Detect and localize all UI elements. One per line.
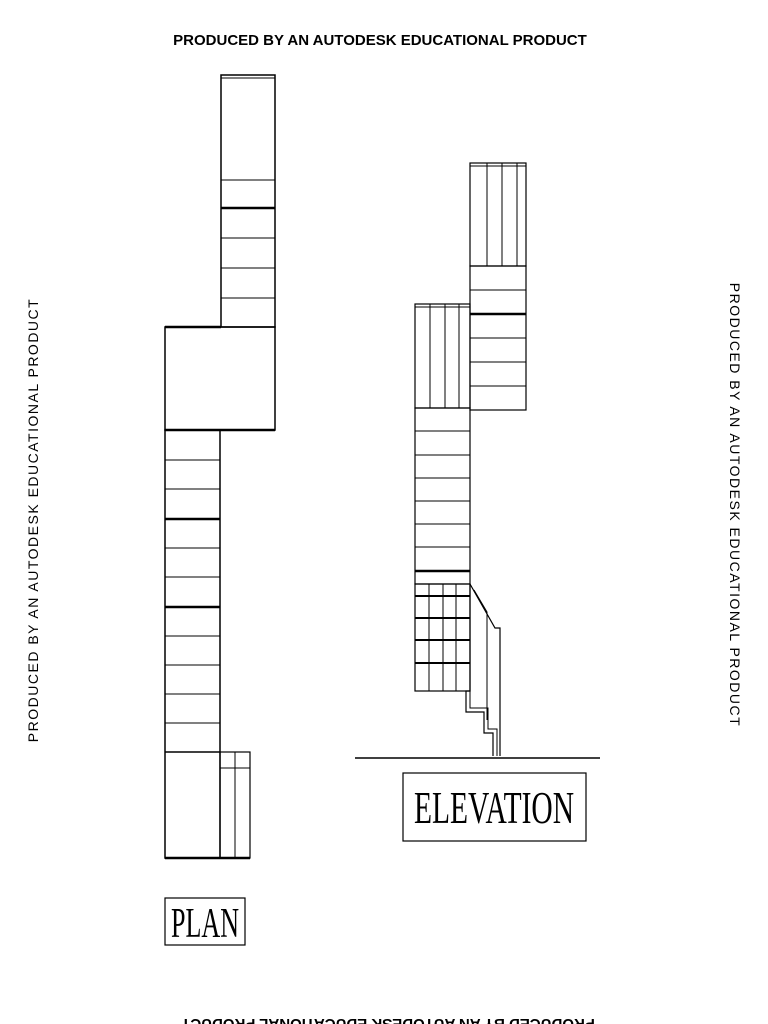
plan-landing [164,326,276,431]
watermark-bottom: PRODUCED BY AN AUTODESK EDUCATIONAL PROD… [181,1015,595,1024]
plan-label-frame [164,897,246,946]
plan-lower-flight [164,429,221,859]
elevation-view [355,162,600,759]
plan-upper-flight [220,74,276,328]
elev-upper-railing [469,162,527,267]
elevation-label-frame [402,772,587,842]
elev-lower-flight [414,407,471,585]
elev-stringer-steps [465,584,494,756]
elev-handrail [469,583,501,756]
watermark-left: PRODUCED BY AN AUTODESK EDUCATIONAL PROD… [25,298,41,742]
elev-handrail-inner [473,589,488,720]
plan-label: PLAN [171,901,239,947]
plan-view [164,74,276,860]
watermark-right: PRODUCED BY AN AUTODESK EDUCATIONAL PROD… [727,283,743,727]
plan-lower-treads [165,459,220,753]
elevation-label: ELEVATION [414,782,574,833]
elevation-title-block: ELEVATION [402,772,587,842]
elev-stringer-inner [469,588,498,756]
plan-title-block: PLAN [164,897,246,947]
plan-upper-treads [221,179,275,299]
watermark-top: PRODUCED BY AN AUTODESK EDUCATIONAL PROD… [173,32,587,49]
elev-middle-railing [414,303,471,409]
